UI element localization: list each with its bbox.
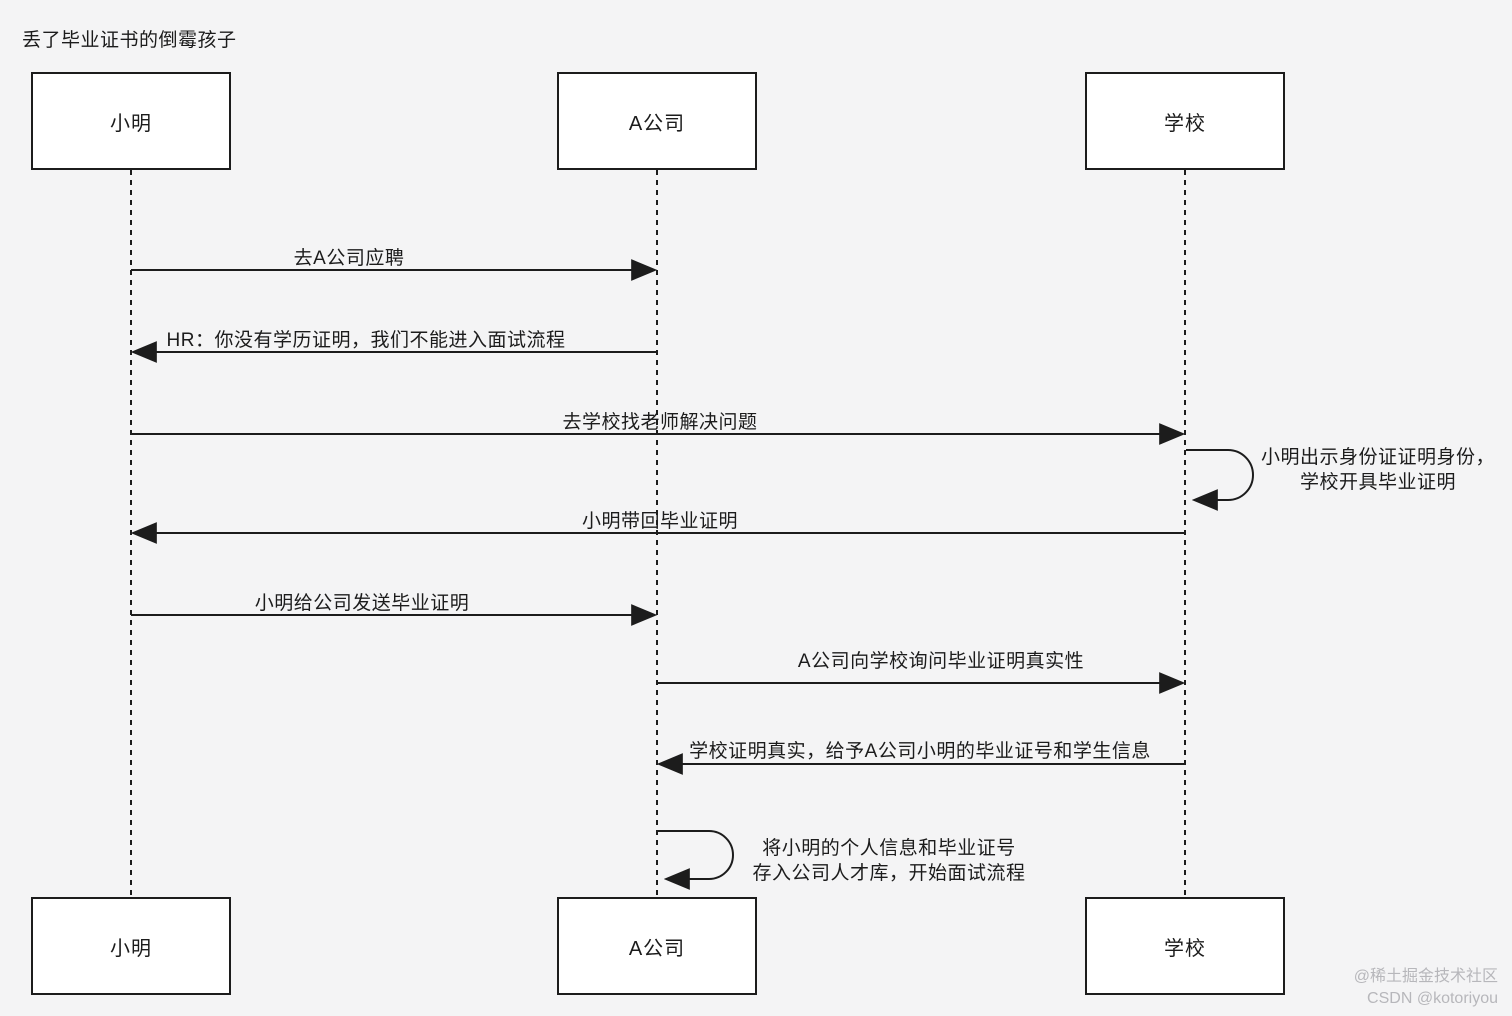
message-label-7: A公司向学校询问毕业证明真实性 <box>797 651 1085 672</box>
actor-label: A公司 <box>628 937 686 960</box>
actor-label: 小明 <box>110 112 152 135</box>
self-loop-label-school: 小明出示身份证证明身份， 学校开具毕业证明 <box>1261 445 1495 495</box>
self-loop-label-line: 小明出示身份证证明身份， <box>1260 447 1496 468</box>
message-label-6: 小明给公司发送毕业证明 <box>254 593 470 614</box>
actor-box-bottom-company-a: A公司 <box>557 897 757 995</box>
self-loop-label-line: 将小明的个人信息和毕业证号 <box>762 838 1016 859</box>
watermark-juejin: @稀土掘金技术社区 <box>1353 968 1498 985</box>
actor-box-bottom-xiaoming: 小明 <box>31 897 231 995</box>
actor-box-top-xiaoming: 小明 <box>31 72 231 170</box>
actor-box-bottom-school: 学校 <box>1085 897 1285 995</box>
watermark-csdn: CSDN @kotoriyou <box>1367 990 1498 1007</box>
actor-label: 学校 <box>1164 937 1206 960</box>
self-loop-company-a <box>658 830 734 890</box>
message-label-2: HR：你没有学历证明，我们不能进入面试流程 <box>166 330 566 351</box>
message-label-3: 去学校找老师解决问题 <box>562 412 758 433</box>
message-label-1: 去A公司应聘 <box>293 248 405 269</box>
self-loop-label-line: 存入公司人才库，开始面试流程 <box>752 863 1026 884</box>
actor-label: A公司 <box>628 112 686 135</box>
message-label-8: 学校证明真实，给予A公司小明的毕业证号和学生信息 <box>689 741 1151 762</box>
self-loop-label-company-a: 将小明的个人信息和毕业证号 存入公司人才库，开始面试流程 <box>752 836 1025 886</box>
self-loop-label-line: 学校开具毕业证明 <box>1299 472 1457 493</box>
actor-label: 小明 <box>110 937 152 960</box>
actor-label: 学校 <box>1164 112 1206 135</box>
actor-box-top-company-a: A公司 <box>557 72 757 170</box>
actor-box-top-school: 学校 <box>1085 72 1285 170</box>
message-label-5: 小明带回毕业证明 <box>581 511 739 532</box>
self-loop-school <box>1186 449 1254 511</box>
watermark: @稀土掘金技术社区 CSDN @kotoriyou <box>1354 966 1498 1010</box>
diagram-title: 丢了毕业证书的倒霉孩子 <box>22 30 237 51</box>
